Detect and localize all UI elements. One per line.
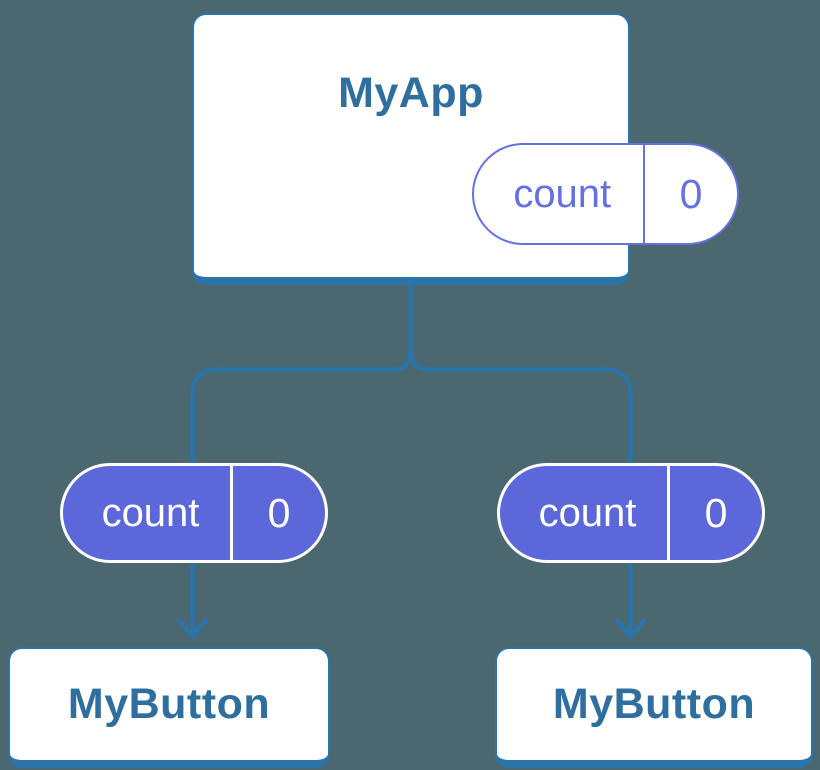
arrow-down-right-icon — [614, 555, 647, 639]
pill-divider — [642, 145, 645, 243]
node-mybutton-right-title: MyButton — [552, 680, 756, 728]
pill-divider — [667, 466, 670, 560]
prop-pill-left-name: count — [101, 491, 200, 535]
arrow-down-left-icon — [176, 555, 209, 639]
pill-divider — [230, 466, 233, 560]
node-mybutton-right: MyButton — [495, 647, 813, 768]
prop-pill-left-value: 0 — [267, 489, 291, 536]
state-pill-root: count 0 — [472, 143, 739, 245]
node-myapp: MyApp count 0 — [192, 13, 739, 285]
connector-root-to-children — [190, 281, 633, 470]
prop-pill-right-name: count — [538, 491, 637, 535]
prop-pill-right: count 0 — [497, 463, 765, 563]
state-pill-root-value: 0 — [679, 170, 703, 217]
prop-pill-right-value: 0 — [704, 489, 728, 536]
prop-pill-left: count 0 — [60, 463, 328, 563]
node-myapp-title: MyApp — [338, 69, 484, 117]
node-mybutton-left: MyButton — [8, 647, 330, 768]
state-pill-root-name: count — [513, 172, 612, 216]
node-mybutton-left-title: MyButton — [67, 680, 271, 728]
